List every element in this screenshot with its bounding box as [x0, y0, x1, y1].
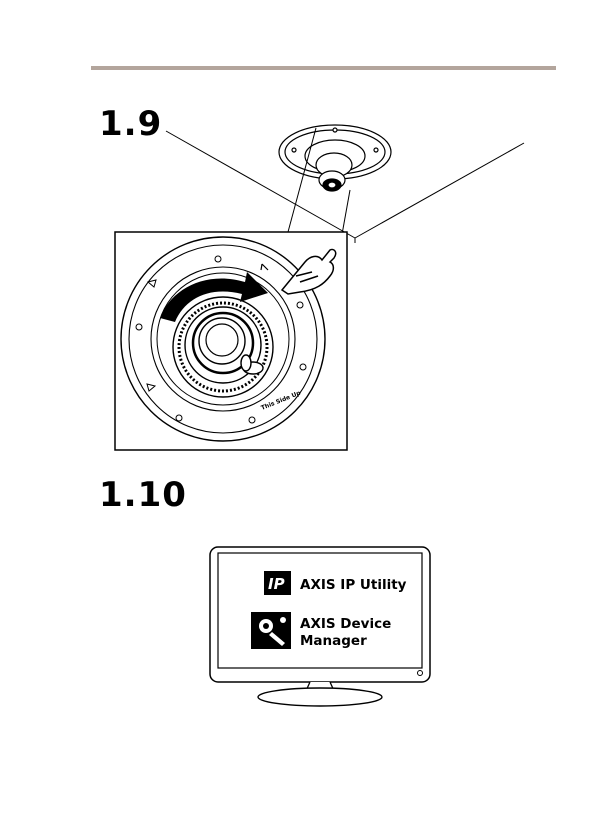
camera-detail: [121, 237, 325, 441]
ip-utility-label: AXIS IP Utility: [300, 577, 407, 593]
ip-utility-icon: IP: [264, 571, 291, 595]
device-manager-label-line1: AXIS Device: [300, 616, 391, 632]
device-manager-label-line2: Manager: [300, 633, 367, 649]
svg-text:IP: IP: [268, 575, 285, 593]
camera-overview: [279, 125, 391, 191]
device-manager-icon: [251, 612, 291, 649]
